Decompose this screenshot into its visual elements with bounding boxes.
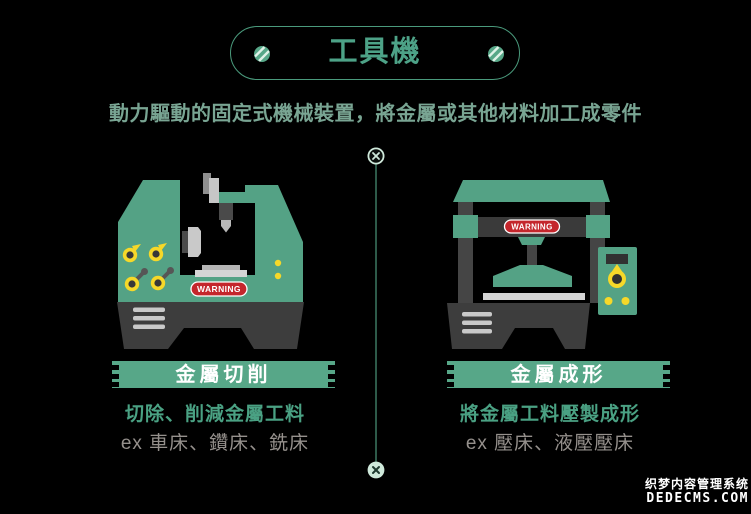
work-table — [195, 265, 247, 277]
section-description: 將金屬工料壓製成形 — [459, 404, 640, 425]
control-cabinet — [118, 180, 180, 302]
section-heading-metal-forming: 金屬成形 — [447, 361, 670, 388]
work-table — [483, 293, 585, 300]
panel-screen — [606, 254, 628, 264]
top-beam — [453, 180, 610, 202]
banner-notch — [663, 382, 670, 387]
metal-forming-machine-illustration: WARNING — [447, 180, 637, 349]
section-heading-label: 金屬切削 — [175, 364, 272, 386]
banner-notch — [328, 365, 335, 370]
banner-notch — [447, 382, 454, 387]
chuck — [182, 227, 201, 257]
control-panel — [598, 247, 637, 315]
base-vents — [462, 312, 492, 334]
banner-notch — [112, 382, 119, 387]
spindle-motor — [203, 173, 219, 203]
section-examples: ex 壓床、液壓壓床 — [465, 433, 635, 454]
banner-notch — [663, 365, 670, 370]
screw-icon — [488, 46, 504, 62]
banner-notch — [447, 374, 454, 379]
subtitle: 動力驅動的固定式機械裝置，將金屬或其他材料加工成零件 — [109, 103, 642, 125]
divider-line — [375, 163, 377, 463]
section-description: 切除、削減金屬工料 — [124, 404, 305, 425]
banner-notch — [328, 374, 335, 379]
section-examples: ex 車床、鑽床、銑床 — [120, 433, 310, 454]
watermark: 织梦内容管理系统 DEDECMS.COM — [645, 477, 749, 506]
warning-text: WARNING — [511, 223, 552, 232]
machine-base — [447, 303, 590, 349]
banner-notch — [328, 382, 335, 387]
warning-text: WARNING — [197, 284, 241, 294]
base-vents — [133, 307, 165, 329]
section-heading-label: 金屬成形 — [510, 364, 607, 386]
banner-notch — [112, 365, 119, 370]
screw-icon — [254, 46, 270, 62]
x-circle-icon — [367, 461, 385, 479]
metal-cutting-machine-illustration: WARNING — [117, 173, 304, 349]
banner-notch — [112, 374, 119, 379]
x-circle-icon — [367, 147, 385, 165]
watermark-line1: 织梦内容管理系统 — [644, 477, 749, 491]
title-banner: 工具機 — [230, 26, 520, 80]
ram-connector — [518, 237, 545, 245]
banner-notch — [663, 374, 670, 379]
warning-label: WARNING — [190, 281, 248, 297]
spindle-tool — [219, 203, 233, 233]
ram-stem — [527, 245, 537, 267]
banner-notch — [447, 365, 454, 370]
column-clamps — [453, 215, 610, 238]
section-heading-metal-cutting: 金屬切削 — [112, 361, 335, 388]
control-knobs — [122, 243, 174, 292]
machine-column-arm — [218, 185, 303, 302]
watermark-line2: DEDECMS.COM — [646, 491, 749, 506]
page-title: 工具機 — [328, 36, 422, 68]
press-head — [493, 265, 572, 287]
warning-label: WARNING — [503, 219, 561, 234]
indicator-dots — [274, 259, 282, 280]
machine-base — [117, 302, 304, 349]
